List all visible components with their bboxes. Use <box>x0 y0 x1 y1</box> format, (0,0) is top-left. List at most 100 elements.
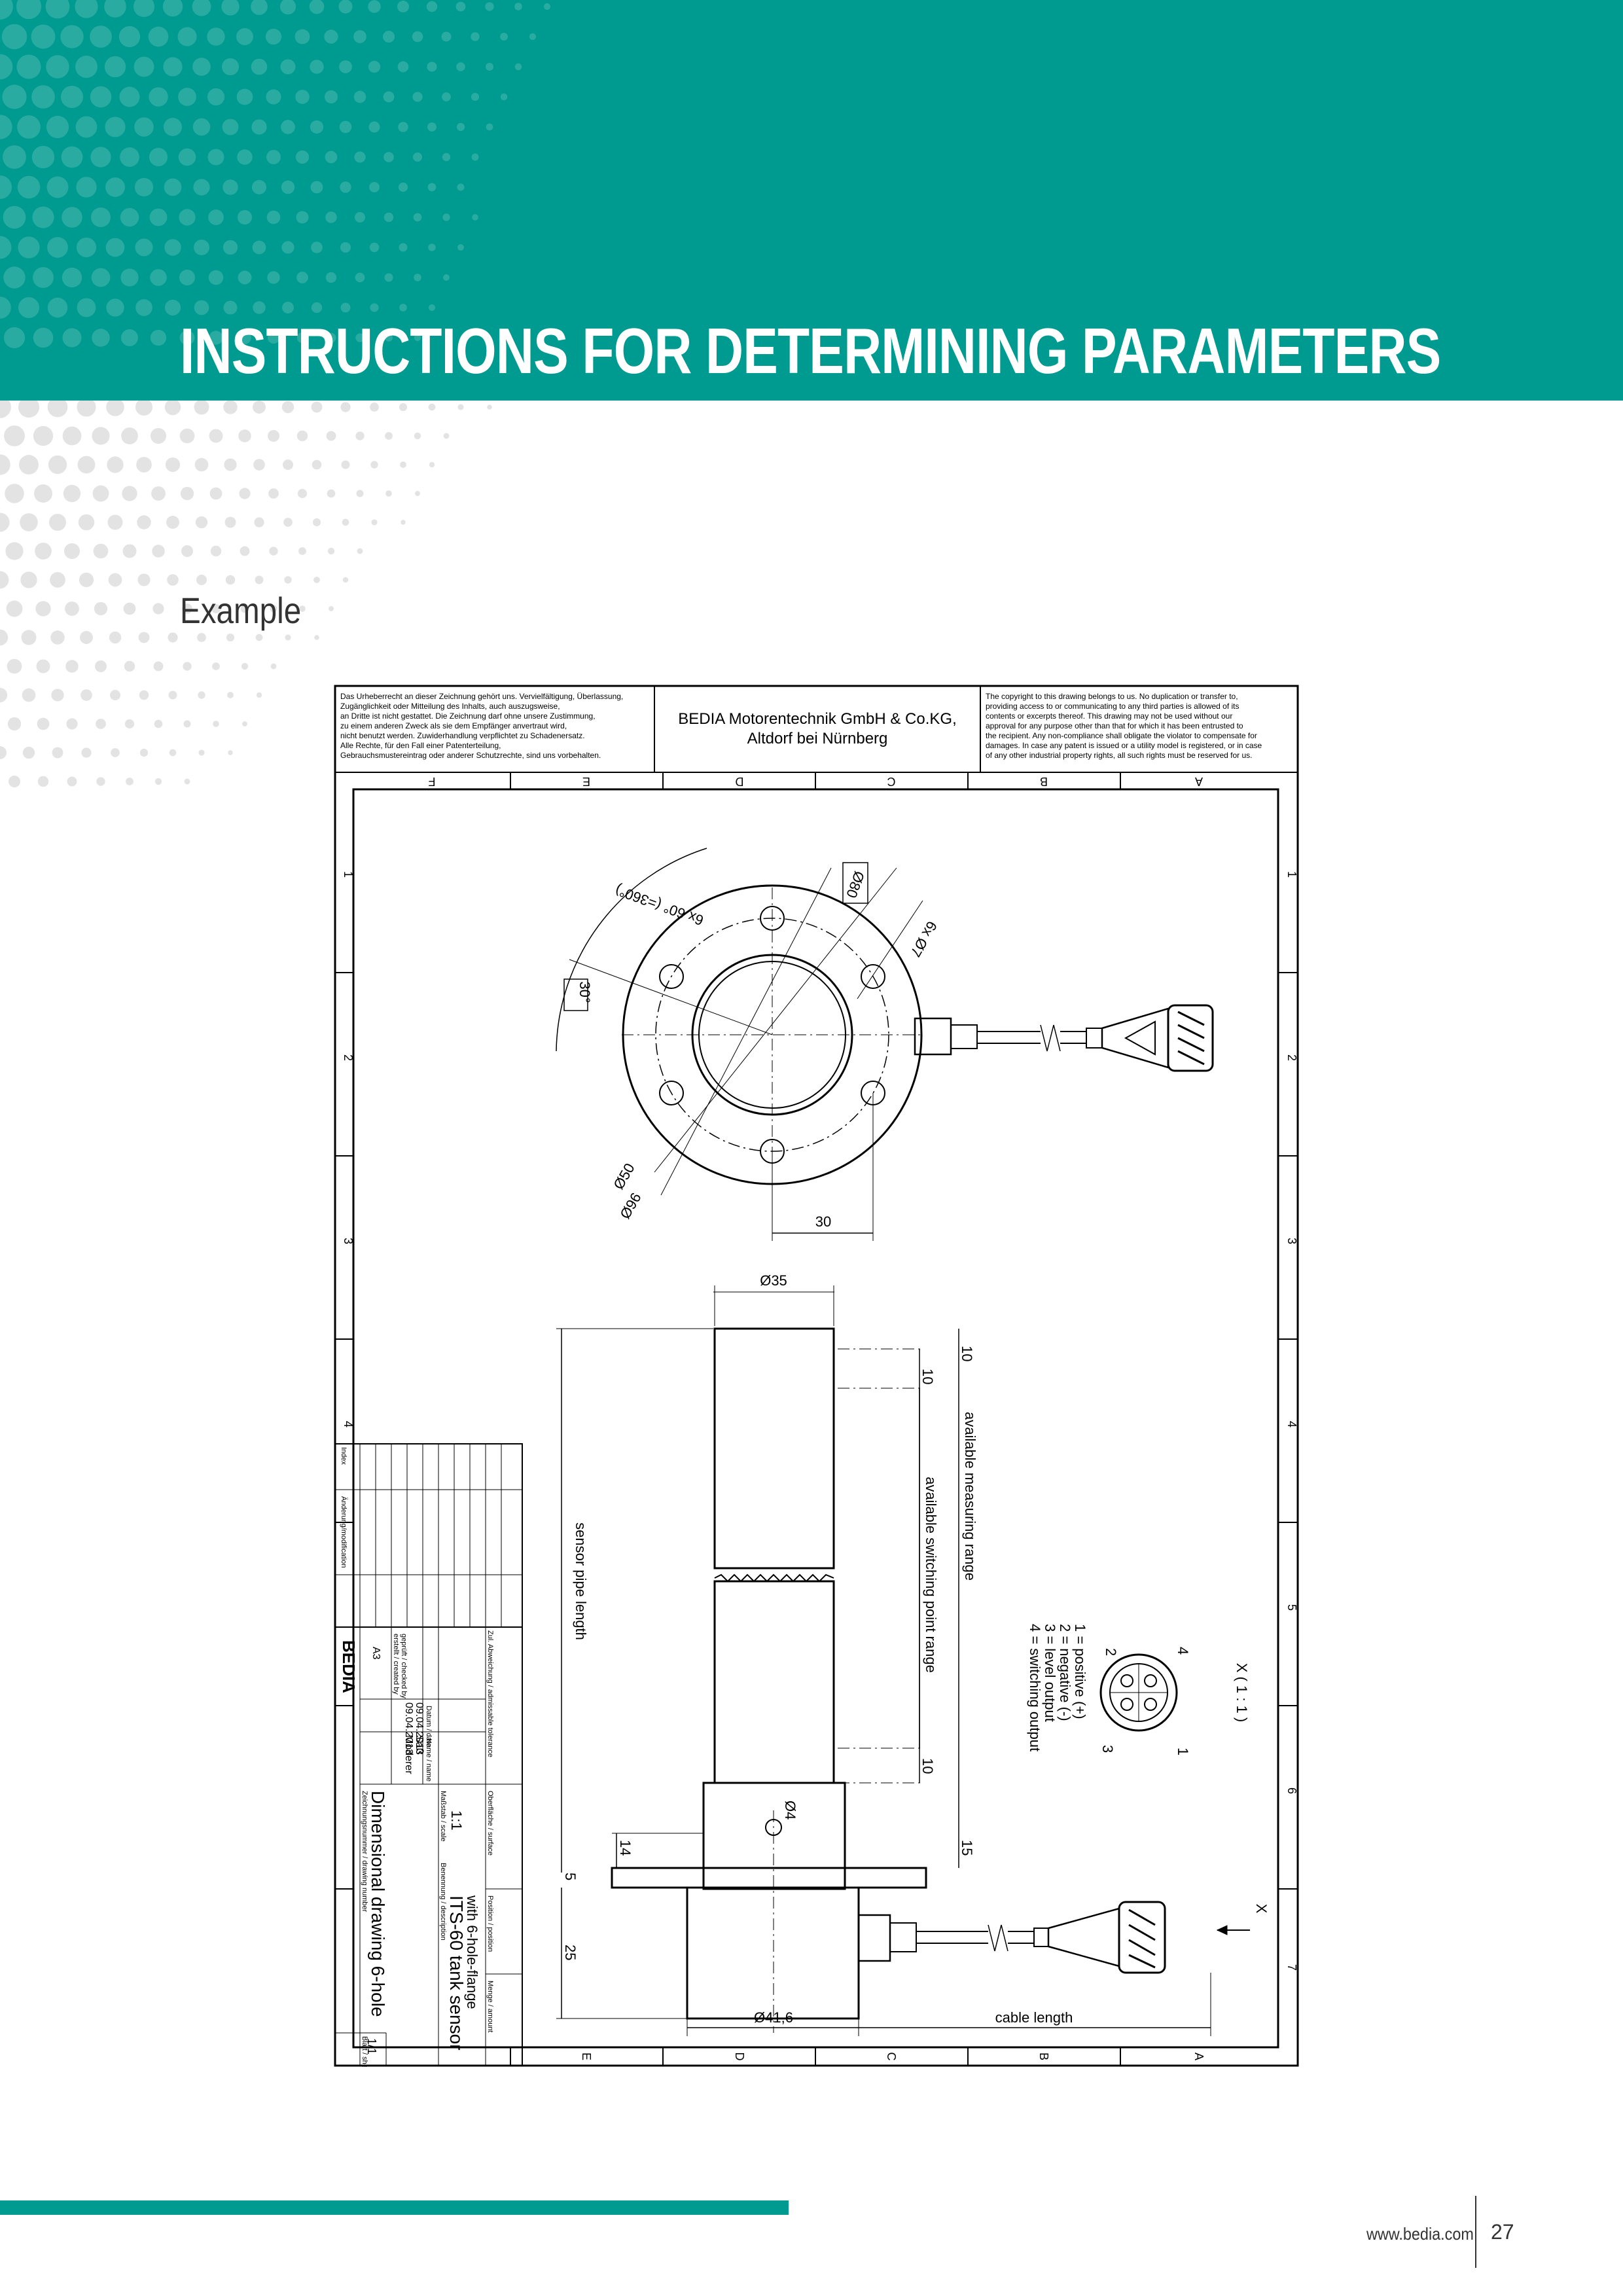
zone-labels-top: F E D C B A <box>429 775 1204 788</box>
dot <box>383 152 394 162</box>
dot <box>266 150 281 164</box>
dot <box>22 688 36 702</box>
dot <box>253 459 265 471</box>
dot <box>370 403 379 412</box>
title-block-values: 09.04.2013 09.04.2013 Moderer Saß A3 1:1… <box>339 1640 480 2054</box>
dot <box>324 29 338 44</box>
svg-text:an Dritte ist nicht gestattet.: an Dritte ist nicht gestattet. Die Zeich… <box>340 711 596 721</box>
dot <box>355 431 365 440</box>
dot <box>3 145 26 169</box>
dot <box>238 270 252 285</box>
dot <box>281 180 295 194</box>
dot <box>208 270 224 285</box>
dot <box>338 0 353 14</box>
dot <box>93 543 109 559</box>
dot <box>442 92 451 101</box>
dot <box>151 486 166 501</box>
svg-text:providing access to or communi: providing access to or communicating to … <box>986 702 1240 711</box>
dot <box>75 116 98 138</box>
dot <box>252 240 266 255</box>
dot <box>167 574 179 586</box>
svg-text:09.04.2013: 09.04.2013 <box>403 1702 414 1755</box>
dot <box>369 242 380 253</box>
dot <box>353 90 366 103</box>
dot <box>441 31 452 42</box>
dot <box>255 634 263 641</box>
dot <box>368 121 380 133</box>
dot <box>46 176 69 198</box>
dot <box>96 777 105 786</box>
dot <box>382 30 395 43</box>
dot <box>169 749 177 757</box>
dot <box>126 778 134 785</box>
dot <box>228 750 233 755</box>
dot <box>106 401 124 416</box>
dimensional-drawing: Das Urheberrecht an dieser Zeichnung geh… <box>334 685 1299 2067</box>
dot <box>310 181 323 194</box>
dot <box>46 55 69 79</box>
dot <box>240 604 249 613</box>
svg-text:1: 1 <box>342 871 355 878</box>
svg-text:Gebrauchsmustereintrag oder an: Gebrauchsmustereintrag oder anderer Schu… <box>340 751 601 760</box>
dot <box>241 662 249 670</box>
dot <box>313 577 320 583</box>
dot <box>428 304 436 312</box>
dot <box>107 514 123 530</box>
dot <box>443 274 450 281</box>
svg-text:Index: Index <box>340 1447 348 1465</box>
dot <box>385 432 393 440</box>
dot <box>357 548 363 554</box>
svg-text:14: 14 <box>617 1840 633 1856</box>
dot <box>31 85 55 109</box>
dot <box>51 689 64 702</box>
dot <box>0 454 10 475</box>
dot <box>543 3 551 10</box>
dot <box>134 56 154 77</box>
dot <box>179 269 196 286</box>
dot <box>253 401 266 414</box>
dot <box>339 60 352 73</box>
footer-divider <box>1475 2196 1476 2268</box>
dot <box>168 632 178 643</box>
dot <box>457 183 465 191</box>
dot <box>514 3 522 10</box>
title-block <box>334 1443 523 2066</box>
dot <box>184 778 190 785</box>
dot <box>47 237 68 258</box>
dot <box>399 243 408 252</box>
dot <box>139 748 149 757</box>
dot <box>312 518 321 527</box>
dot <box>225 575 236 585</box>
dot <box>529 33 537 41</box>
dot <box>412 31 423 43</box>
dot <box>355 333 365 342</box>
dot <box>310 120 324 134</box>
dot <box>183 662 192 671</box>
dot <box>327 547 335 555</box>
page-number: 27 <box>1491 2220 1514 2244</box>
dot <box>18 297 39 318</box>
dot <box>370 461 378 469</box>
dot <box>255 575 264 584</box>
dot <box>37 717 50 730</box>
svg-text:sensor pipe length: sensor pipe length <box>573 1522 589 1640</box>
dot <box>0 629 9 646</box>
dot <box>192 118 211 136</box>
dot <box>413 213 422 222</box>
copyright-english: The copyright to this drawing belongs to… <box>986 692 1262 760</box>
dot <box>109 631 122 644</box>
svg-text:C: C <box>887 775 896 788</box>
dot <box>0 175 12 200</box>
dot <box>209 331 223 345</box>
dot <box>355 272 365 283</box>
dot <box>5 484 24 503</box>
dot <box>95 660 107 672</box>
dot <box>77 401 96 417</box>
footer-url[interactable]: www.bedia.com <box>1366 2224 1474 2244</box>
dot <box>340 242 351 253</box>
dot <box>192 0 211 16</box>
dot <box>224 516 236 528</box>
svg-text:30: 30 <box>815 1213 831 1230</box>
header-banner: INSTRUCTIONS FOR DETERMINING PARAMETERS <box>0 0 1623 401</box>
dot <box>91 268 111 287</box>
